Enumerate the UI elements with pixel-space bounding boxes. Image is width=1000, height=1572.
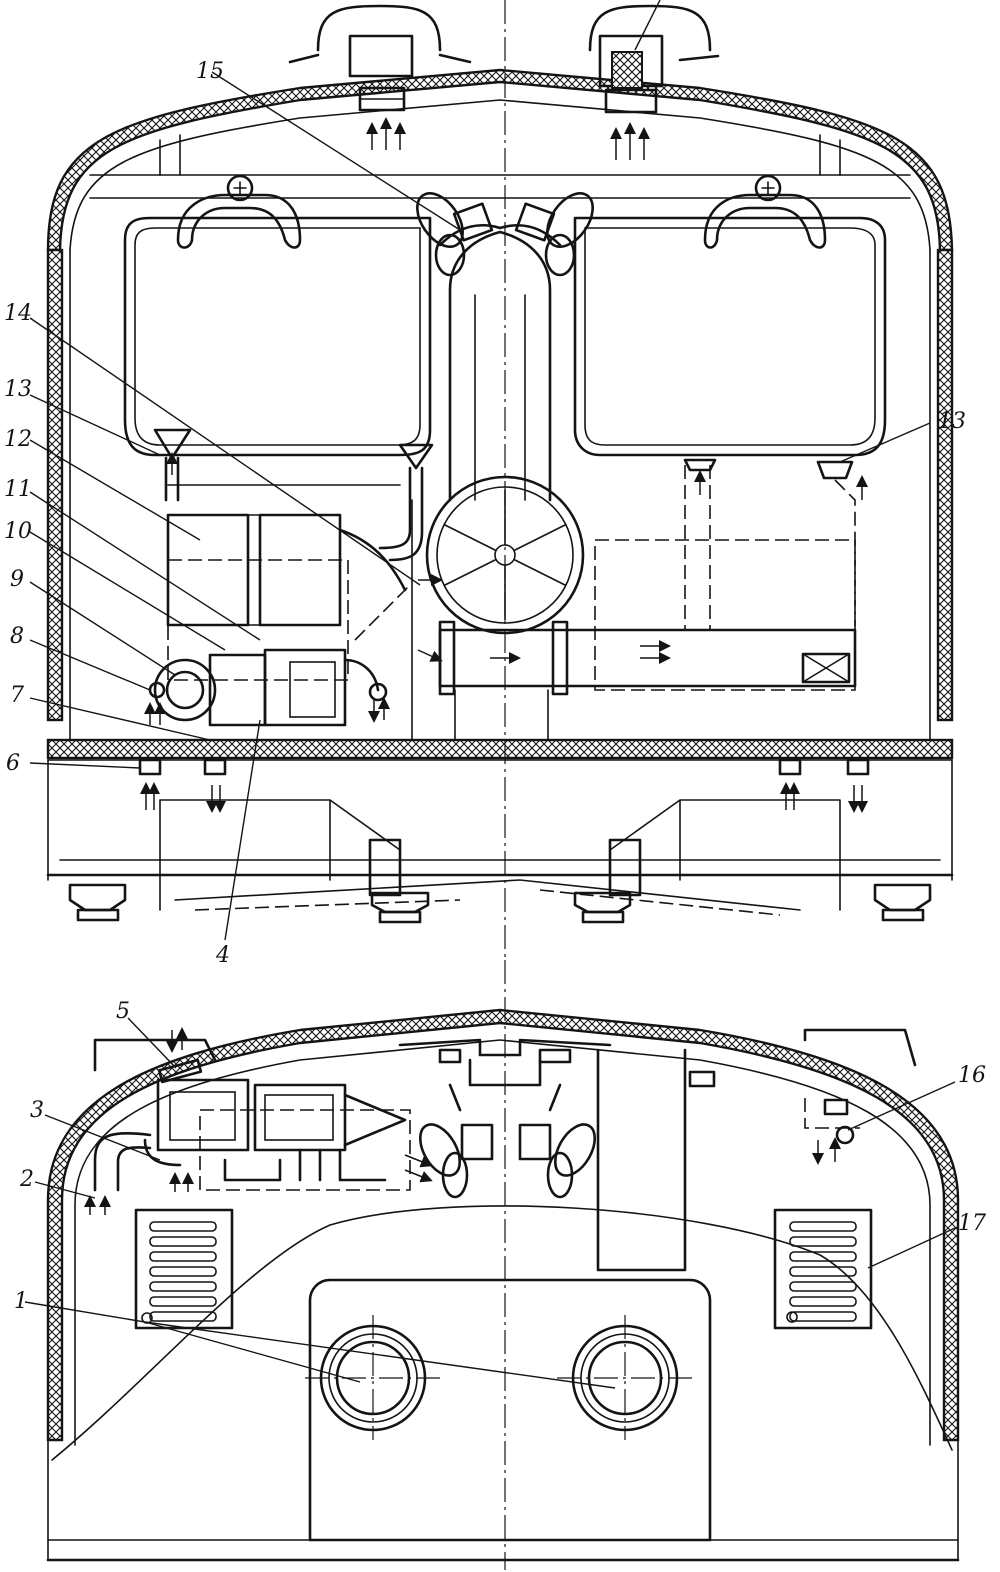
fan-left [416,192,494,277]
callout-leaders [24,0,956,1389]
headlight-left [305,1315,440,1440]
callout-17: 17 [958,1211,986,1236]
handrail-right [703,174,827,249]
central-air-duct [438,223,562,502]
callout-4: 4 [215,943,230,968]
heater-grill-right [773,1208,873,1330]
callout-14: 14 [4,301,32,326]
callout-1: 1 [14,1289,28,1314]
callout-6: 6 [6,751,20,776]
left-wall [46,248,64,722]
upper-section-view [46,0,954,960]
callout-13-right: 13 [938,409,966,434]
intake-funnel-left [153,428,192,460]
callout-2: 2 [19,1167,34,1192]
roof-vent-right [588,4,720,160]
heater-unit [166,513,411,681]
callout-12: 12 [4,427,32,452]
fan-front-right [518,1123,596,1199]
floor-vents-right [778,758,870,813]
callout-labels: 15 14 13 12 11 10 9 8 7 6 4 13 5 3 2 1 1… [4,59,986,1314]
handrail-left [176,174,302,249]
headlight-right [557,1315,692,1440]
callout-16: 16 [958,1063,986,1088]
callout-15: 15 [196,59,224,84]
floor-vents-left [138,758,227,813]
callout-9: 9 [10,567,24,592]
fan-front-left [419,1123,494,1199]
intake-funnel-center [398,443,434,470]
callout-13-left: 13 [4,377,32,402]
fan-right [514,192,594,277]
floor-upper [46,738,954,760]
right-wall [936,248,954,722]
heater-unit-front [84,1027,433,1215]
callout-5: 5 [116,999,130,1024]
distribution-duct [417,574,857,696]
suspension-feet [68,883,932,924]
callout-3: 3 [30,1098,44,1123]
filter-element [611,51,643,89]
cab-shell-lower [46,1008,960,1442]
window-right [573,216,887,457]
air-outlet-13-right [816,460,854,480]
lower-front-view [46,960,960,1570]
front-panel [308,1278,712,1542]
roof-vent-left [288,4,472,150]
window-left [123,216,432,457]
callout-8: 8 [10,624,24,649]
blower [144,648,390,727]
callout-11: 11 [4,477,32,502]
roof-shell-upper [46,68,954,252]
callout-10: 10 [4,519,32,544]
callout-7: 7 [10,683,24,708]
heater-grill-left [134,1208,234,1330]
